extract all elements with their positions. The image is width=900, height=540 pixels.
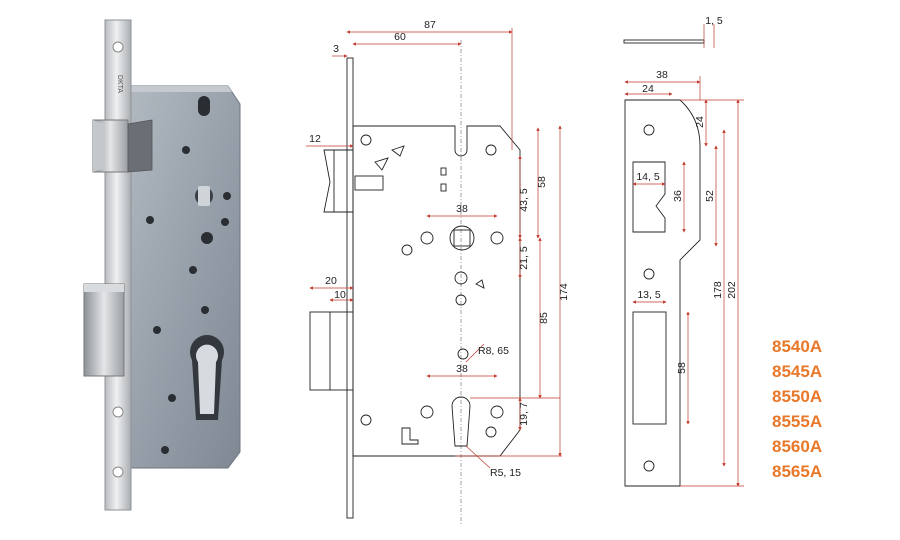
dim-strike-bolt-width: 13, 5 <box>637 289 661 301</box>
strike-screw-hole-mid <box>643 268 655 280</box>
dim-width-total: 87 <box>424 19 436 31</box>
front-screw-symbols <box>360 134 497 438</box>
faceplate-screw-hole-top <box>112 41 124 53</box>
faceplate-screw-hole-bottom <box>112 466 124 478</box>
dim-strike-latch-span: 52 <box>704 190 716 202</box>
dim-strike-bolt-height: 58 <box>676 362 688 374</box>
front-cylinder-cutout <box>451 396 471 447</box>
strike-plate-drawing: 1, 5 38 24 24 14, 5 36 52 <box>623 15 744 487</box>
faceplate-screw-hole-mid <box>112 406 124 418</box>
strike-screw-hole-bottom <box>643 460 655 472</box>
dim-cylinder-spacing: 38 <box>456 363 468 375</box>
dim-bolt-width: 10 <box>334 289 346 301</box>
lock-photo: DKTA <box>83 19 241 511</box>
dim-strike-width: 38 <box>656 69 668 81</box>
model-number-list: 8540A 8545A 8550A 8555A 8560A 8565A <box>772 337 822 481</box>
strike-side-view <box>623 39 705 44</box>
dim-radius-bottom: R5, 15 <box>490 467 521 479</box>
strike-screw-hole-top <box>643 124 655 136</box>
dim-cyl-to-bottom: 19, 7 <box>518 402 530 426</box>
model-number: 8565A <box>772 462 822 481</box>
front-latch <box>323 149 354 213</box>
dim-strike-thickness: 1, 5 <box>705 15 723 27</box>
dim-bolt-projection: 20 <box>325 275 337 287</box>
dim-faceplate-thickness: 3 <box>333 43 339 55</box>
dim-backset: 60 <box>394 31 406 43</box>
model-number: 8540A <box>772 337 822 356</box>
dim-strike-total-height: 202 <box>726 281 738 299</box>
dim-strike-latch-width: 14, 5 <box>636 171 660 183</box>
dim-strike-edge: 24 <box>642 83 654 95</box>
strike-dimension-lines <box>624 76 744 487</box>
model-number: 8560A <box>772 437 822 456</box>
dim-strike-latch-height: 36 <box>672 190 684 202</box>
front-view-drawing: 87 60 3 12 20 10 38 38 43, 5 58 21, 5 85… <box>306 19 570 525</box>
model-number: 8555A <box>772 412 822 431</box>
faceplate-engraving: DKTA <box>116 75 123 93</box>
dim-follower-offset-b: 58 <box>536 176 548 188</box>
dim-latch-projection: 12 <box>309 133 321 145</box>
latch-bolt <box>92 119 153 173</box>
front-dimension-labels: 87 60 3 12 20 10 38 38 43, 5 58 21, 5 85… <box>309 19 570 479</box>
front-lock-body <box>352 125 521 457</box>
dim-strike-hole-span: 178 <box>712 281 724 299</box>
front-deadbolt <box>309 311 354 391</box>
strike-bolt-opening <box>632 311 667 425</box>
dim-strike-latch-top: 24 <box>694 116 706 128</box>
dim-body-height: 174 <box>558 283 570 301</box>
model-number: 8545A <box>772 362 822 381</box>
lock-case-details <box>142 96 231 454</box>
dim-follower-offset-a: 43, 5 <box>518 188 530 212</box>
model-number: 8550A <box>772 387 822 406</box>
front-dimension-lines <box>306 28 562 469</box>
strike-dimension-labels: 38 24 24 14, 5 36 52 13, 5 58 178 202 <box>636 69 738 374</box>
dim-follower-spacing: 38 <box>456 203 468 215</box>
lock-faceplate: DKTA <box>104 19 132 511</box>
strike-latch-opening <box>632 161 666 233</box>
dim-center-distance: 85 <box>538 312 550 324</box>
dim-radius-top: R8, 65 <box>478 345 509 357</box>
strike-plate-outline <box>624 99 701 487</box>
dead-bolt <box>83 283 125 377</box>
dim-follower-to-hole: 21, 5 <box>518 246 530 270</box>
front-follower <box>449 225 475 251</box>
